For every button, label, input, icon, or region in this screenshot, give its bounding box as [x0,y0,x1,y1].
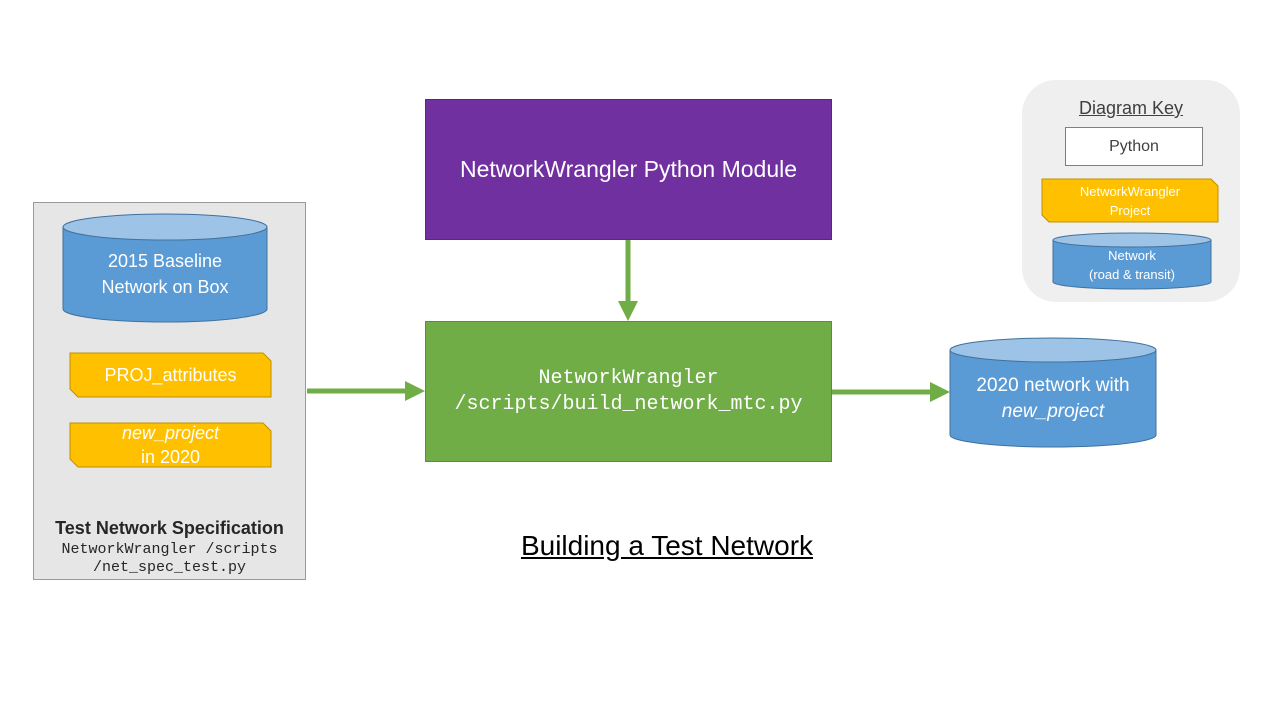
module-box-label: NetworkWrangler Python Module [459,156,798,182]
key-project-label: NetworkWrangler Project [1042,180,1218,222]
key-network-cylinder [1052,232,1212,290]
key-project-line1: NetworkWrangler [1079,184,1181,199]
baseline-network-cylinder [62,213,268,323]
key-project-line2: Project [1109,203,1151,218]
key-network-line2: (road & transit) [1089,267,1175,282]
arrow-spec-to-script [307,381,425,401]
script-box-line2: /scripts/build_network_mtc.py [454,392,803,416]
key-python-label: Python [1109,137,1159,155]
baseline-network-line1: 2015 Baseline [107,251,223,271]
networkwrangler-module-box: NetworkWrangler Python Module [425,99,832,240]
output-network-line1: 2020 network with [976,375,1130,396]
new-project-label: new_project in 2020 [70,421,271,469]
baseline-network-label: 2015 Baseline Network on Box [63,247,267,301]
key-python-box: Python [1065,127,1203,166]
arrow-module-to-script [618,240,638,321]
proj-attributes-tag [69,352,272,398]
script-box-line1: NetworkWrangler [538,366,719,390]
key-network-line1: Network [1108,248,1156,263]
key-project-tag [1041,178,1219,223]
key-network-label: Network (road & transit) [1053,245,1211,285]
proj-attributes-label: PROJ_attributes [70,353,271,397]
new-project-line1: new_project [121,423,220,443]
page-title: Building a Test Network [520,530,814,561]
output-network-label: 2020 network with new_project [950,372,1156,426]
baseline-network-line2: Network on Box [101,277,229,297]
spec-code-line1: NetworkWrangler /scripts [61,541,278,558]
build-network-script-box: NetworkWrangler /scripts/build_network_m… [425,321,832,462]
output-network-cylinder [949,337,1157,448]
arrow-script-to-output [832,382,950,402]
new-project-tag [69,422,272,468]
spec-code-line2: /net_spec_test.py [92,559,247,576]
proj-attributes-text: PROJ_attributes [104,364,237,385]
output-network-line2: new_project [1001,401,1105,422]
diagram-key-title: Diagram Key [1078,98,1184,118]
spec-panel-title: Test Network Specification [55,518,284,538]
new-project-line2: in 2020 [140,447,201,467]
spec-panel-code: NetworkWrangler /scripts /net_spec_test.… [33,541,306,577]
